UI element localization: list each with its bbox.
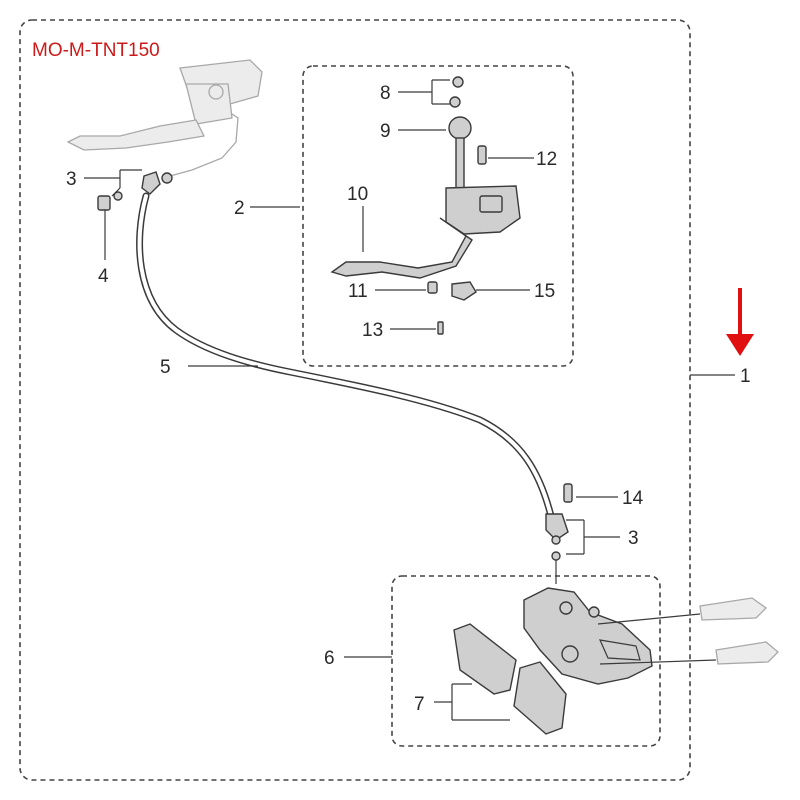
callout-7: 7 <box>414 694 425 715</box>
callout-11: 11 <box>348 281 368 302</box>
lower-banjo-fitting <box>545 483 573 584</box>
ghost-master-cylinder <box>66 59 263 177</box>
assembly-frame <box>19 19 691 781</box>
brake-hose <box>136 192 556 524</box>
upper-banjo-fitting <box>97 171 173 211</box>
master-cylinder-frame <box>302 65 574 367</box>
callout-6: 6 <box>324 648 335 669</box>
caliper-frame <box>391 575 661 747</box>
callout-3-lower: 3 <box>628 528 639 549</box>
callout-12: 12 <box>536 149 557 170</box>
callout-15: 15 <box>534 281 555 302</box>
callout-14: 14 <box>622 488 644 509</box>
callout-13: 13 <box>362 320 383 341</box>
callout-2: 2 <box>234 198 245 219</box>
callout-5: 5 <box>160 357 171 378</box>
callout-10: 10 <box>347 184 368 205</box>
brake-pads <box>453 623 567 735</box>
model-code: MO-M-TNT150 <box>32 40 160 61</box>
leader-lines <box>84 79 735 721</box>
callout-4: 4 <box>98 266 109 287</box>
callout-3-upper: 3 <box>66 169 77 190</box>
callout-9: 9 <box>380 121 391 142</box>
master-cylinder-parts <box>330 76 521 335</box>
callout-1: 1 <box>740 366 751 387</box>
callout-8: 8 <box>380 83 391 104</box>
brake-caliper <box>523 587 779 685</box>
down-arrow-icon <box>726 288 754 356</box>
